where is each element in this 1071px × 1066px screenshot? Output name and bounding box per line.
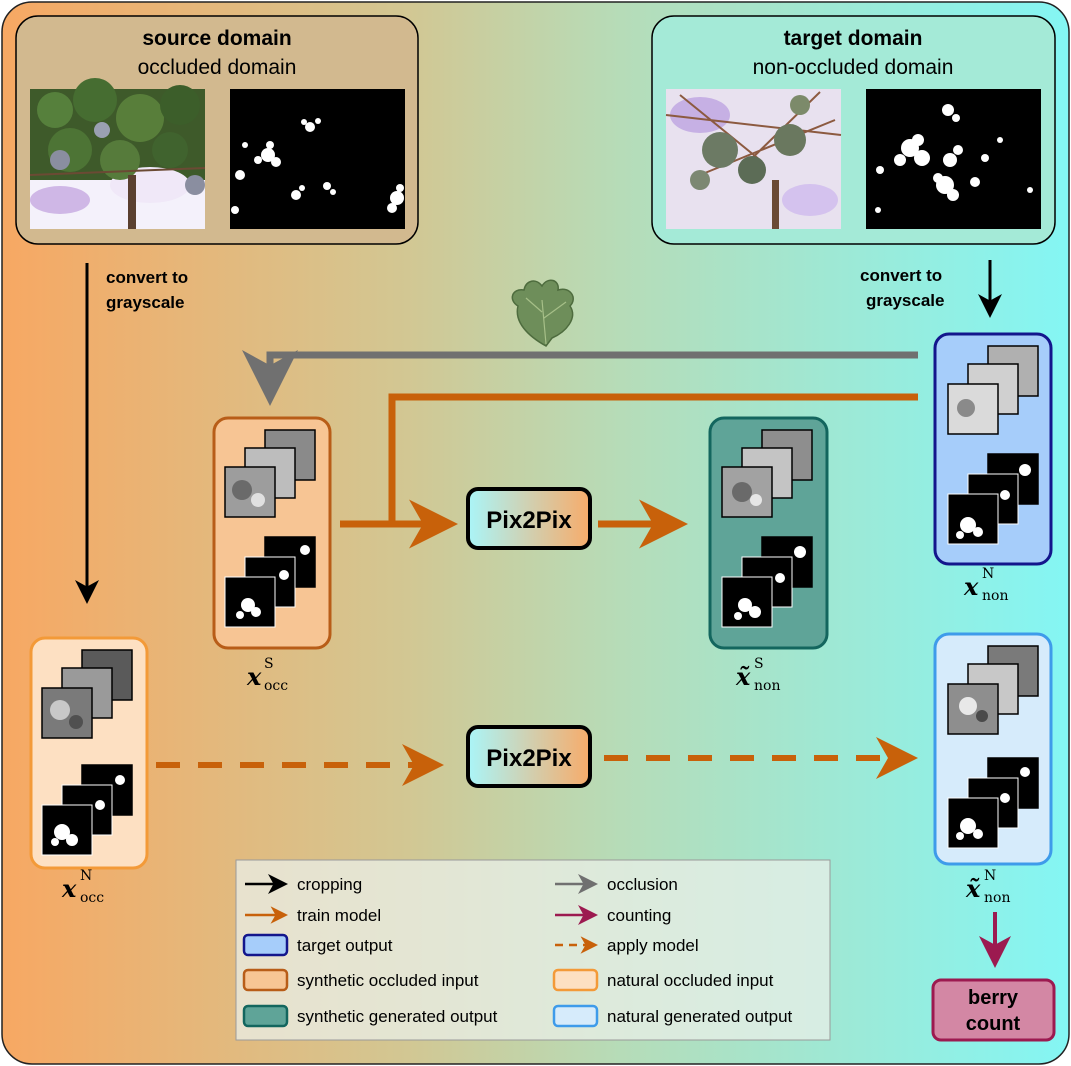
pix2pix-train-label: Pix2Pix — [486, 507, 572, 534]
legend-natural-occluded-input: natural occluded input — [607, 971, 774, 990]
svg-text:N: N — [984, 868, 996, 884]
label-x-non-N: x N non — [963, 566, 1008, 604]
svg-text:non: non — [982, 588, 1008, 604]
legend-natural-generated-output: natural generated output — [607, 1007, 793, 1026]
train-arrow-target-to-pix2pix — [388, 393, 918, 524]
legend-synthetic-occluded-input: synthetic occluded input — [297, 971, 479, 990]
pix2pix-train-box: Pix2Pix — [466, 487, 592, 550]
convert-right-line2: grayscale — [866, 291, 944, 310]
natural-occluded-gray-stack — [41, 649, 133, 739]
berry-count-line1: berry — [968, 987, 1019, 1009]
natural-occluded-card — [29, 636, 149, 870]
synthetic-occluded-card — [212, 416, 332, 650]
svg-text:x̃: x̃ — [735, 662, 751, 691]
source-domain-subtitle: occluded domain — [138, 56, 297, 79]
convert-right-line1: convert to — [860, 266, 942, 285]
natural-occluded-mask-stack — [41, 764, 133, 856]
svg-text:N: N — [80, 868, 92, 884]
synthetic-generated-gray-stack — [721, 429, 813, 518]
target-mask-image — [866, 89, 1041, 229]
target-output-gray-stack — [947, 345, 1039, 435]
legend-synthetic-occluded-swatch — [242, 968, 289, 992]
svg-text:occ: occ — [80, 890, 104, 906]
legend-natural-occluded-swatch — [552, 968, 599, 992]
occlusion-arrow — [242, 350, 918, 406]
berry-count-line2: count — [966, 1013, 1021, 1035]
berry-count-box: berry count — [931, 978, 1056, 1042]
svg-text:non: non — [754, 678, 780, 694]
vine-leaf-icon — [511, 279, 574, 347]
source-domain-box: source domain occluded domain — [15, 15, 419, 245]
synthetic-occluded-mask-stack — [224, 536, 316, 628]
synthetic-generated-mask-stack — [721, 536, 813, 628]
synthetic-occluded-gray-stack — [224, 429, 316, 518]
natural-generated-card — [933, 632, 1053, 866]
svg-text:x: x — [61, 874, 77, 903]
legend-occlusion: occlusion — [607, 875, 678, 894]
svg-text:x: x — [963, 572, 979, 601]
svg-text:non: non — [984, 890, 1010, 906]
svg-text:N: N — [982, 566, 994, 582]
synthetic-generated-card — [708, 416, 829, 650]
convert-left-line1: convert to — [106, 268, 188, 287]
legend-synthetic-generated-output: synthetic generated output — [297, 1007, 498, 1026]
legend-cropping: cropping — [297, 875, 362, 894]
legend-train-model: train model — [297, 906, 381, 925]
legend-apply-model: apply model — [607, 936, 699, 955]
svg-text:S: S — [264, 656, 274, 672]
label-x-non-N-generated: x̃ N non — [965, 868, 1010, 906]
target-output-mask-stack — [947, 453, 1039, 545]
target-output-card — [933, 332, 1053, 566]
pix2pix-apply-box: Pix2Pix — [466, 725, 592, 788]
legend-synthetic-generated-swatch — [242, 1004, 289, 1028]
target-domain-box: target domain non-occluded domain — [651, 15, 1056, 245]
legend-target-output: target output — [297, 936, 393, 955]
svg-text:occ: occ — [264, 678, 288, 694]
legend: cropping occlusion train model counting … — [235, 859, 831, 1041]
svg-text:S: S — [754, 656, 764, 672]
svg-text:x̃: x̃ — [965, 874, 981, 903]
target-domain-subtitle: non-occluded domain — [753, 56, 954, 79]
label-x-occ-S: x S occ — [246, 656, 288, 694]
legend-natural-generated-swatch — [552, 1004, 599, 1028]
label-x-non-S: x̃ S non — [735, 656, 780, 694]
target-vine-photo — [665, 89, 842, 229]
natural-generated-mask-stack — [947, 757, 1039, 849]
source-mask-image — [230, 89, 405, 229]
svg-text:x: x — [246, 662, 262, 691]
natural-generated-gray-stack — [947, 645, 1039, 735]
target-domain-title: target domain — [784, 27, 923, 50]
label-x-occ-N: x N occ — [61, 868, 104, 906]
convert-left-line2: grayscale — [106, 293, 184, 312]
pix2pix-apply-label: Pix2Pix — [486, 745, 572, 772]
legend-counting: counting — [607, 906, 671, 925]
source-vine-photo — [29, 78, 206, 229]
source-domain-title: source domain — [142, 27, 291, 50]
legend-target-output-swatch — [242, 933, 289, 957]
